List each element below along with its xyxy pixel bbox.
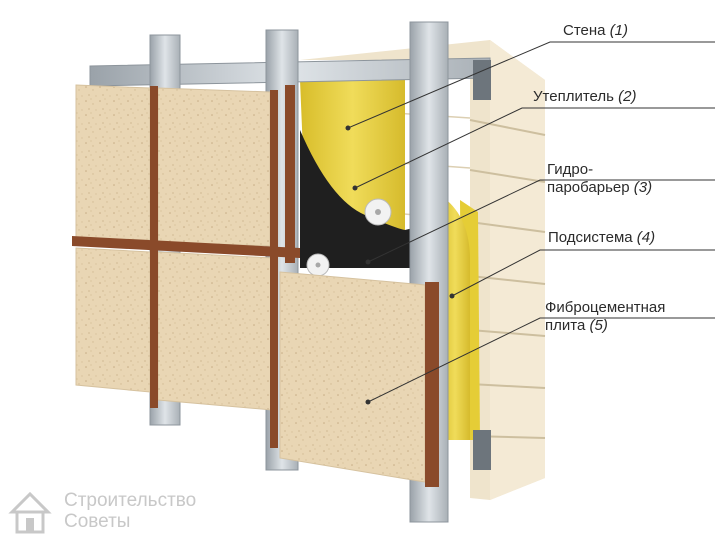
watermark: Строительство Советы	[6, 488, 226, 538]
label-wall-number: (1)	[609, 22, 629, 39]
label-barrier-line2: паробарьер	[547, 179, 630, 196]
label-panel-number: (5)	[589, 317, 608, 334]
label-barrier-line1: Гидро-	[547, 161, 594, 178]
label-panel-line1: Фиброцементная	[545, 299, 666, 316]
label-barrier-number: (3)	[633, 179, 653, 196]
label-subsystem-text: Подсистема	[548, 229, 633, 246]
watermark-line1: Строительство	[64, 490, 197, 511]
label-barrier: Гидро- паробарьер (3)	[547, 161, 652, 197]
label-subsystem: Подсистема (4)	[548, 229, 655, 247]
leader-dots	[345, 125, 455, 405]
watermark-line2: Советы	[64, 511, 131, 532]
house-icon	[8, 491, 52, 534]
label-subsystem-number: (4)	[636, 229, 656, 246]
label-insulation-number: (2)	[618, 88, 637, 105]
brick-wall	[300, 40, 546, 500]
barrier-membrane	[300, 130, 445, 277]
label-insulation-text: Утеплитель	[533, 88, 614, 105]
cement-panels	[75, 84, 426, 483]
leader-lines	[347, 41, 715, 403]
label-panel-line2: плита	[545, 317, 586, 334]
label-wall-text: Стена	[563, 22, 606, 39]
label-insulation: Утеплитель (2)	[533, 88, 636, 106]
label-wall: Стена (1)	[563, 22, 628, 40]
joint-strips	[72, 85, 439, 487]
label-panel: Фиброцементная плита (5)	[545, 299, 665, 335]
